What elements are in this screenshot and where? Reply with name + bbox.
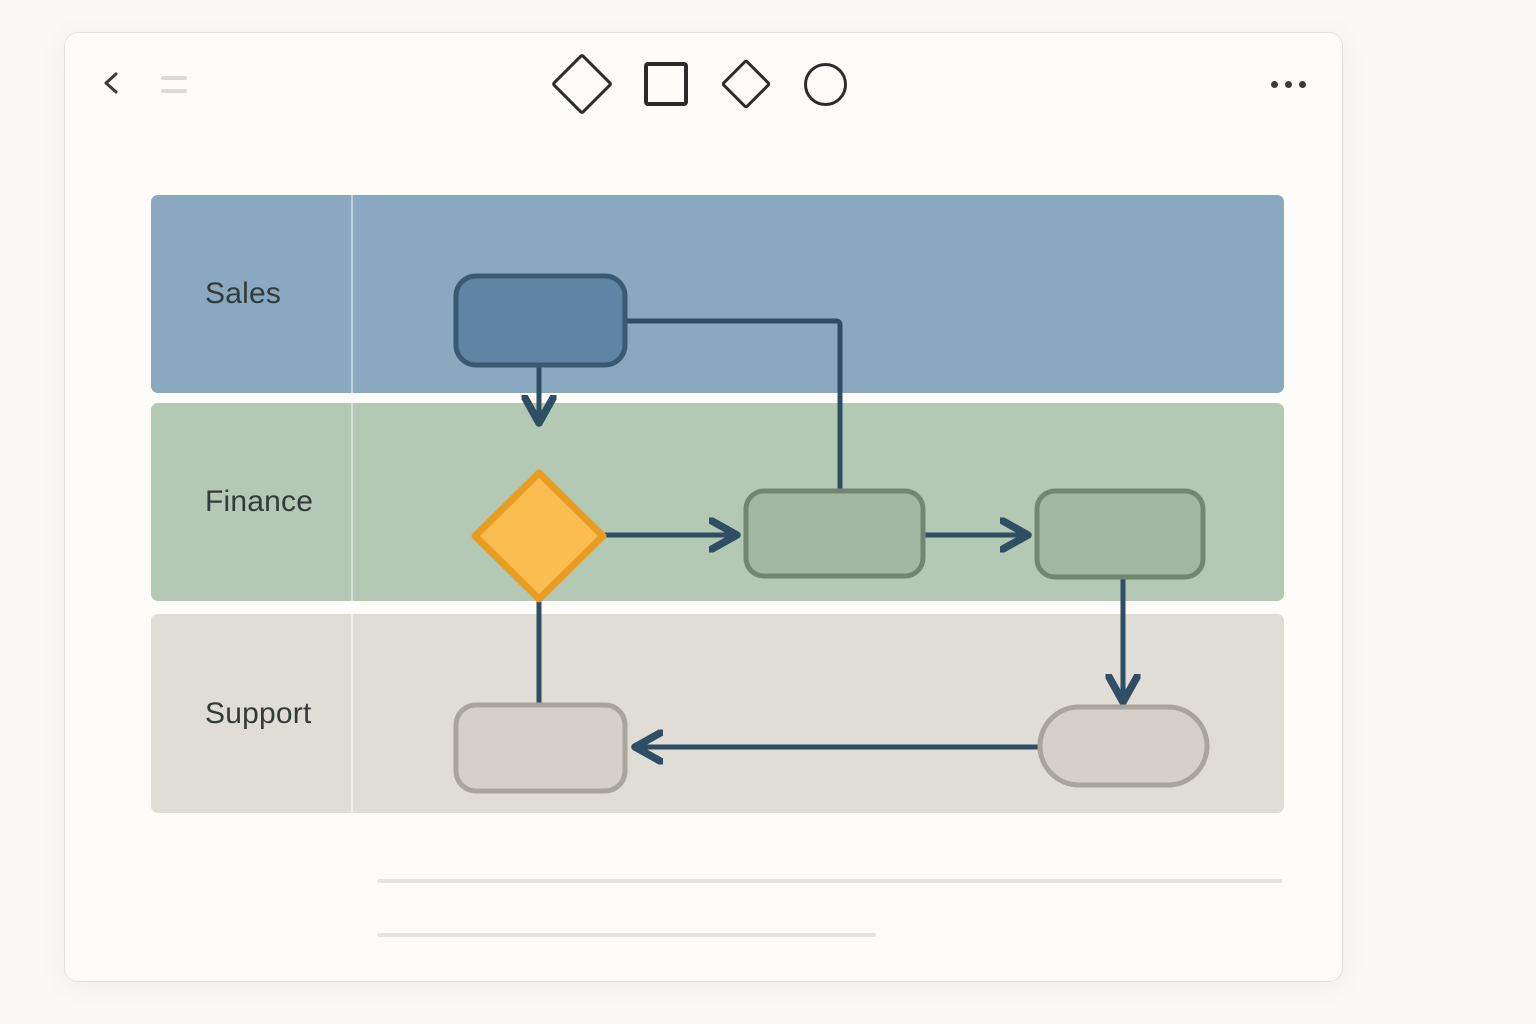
hamburger-menu-button[interactable] bbox=[161, 75, 187, 93]
flow-node-n1[interactable] bbox=[453, 273, 628, 368]
shape-palette bbox=[65, 33, 1342, 135]
node-layer bbox=[453, 273, 1210, 794]
swimlane-label-finance: Finance bbox=[205, 485, 314, 518]
hamburger-menu-icon bbox=[161, 75, 187, 93]
shape-tool-diamond-large[interactable] bbox=[550, 52, 614, 116]
edge-n1-n3[interactable] bbox=[625, 318, 843, 491]
flow-overlay bbox=[453, 273, 1210, 794]
toolbar-right-group bbox=[1271, 33, 1306, 135]
square-icon bbox=[644, 62, 688, 106]
diagram-canvas[interactable]: Sales Finance Support bbox=[65, 135, 1342, 981]
swimlane-label-support: Support bbox=[205, 696, 312, 730]
edge-layer bbox=[539, 318, 1123, 747]
flow-node-n4[interactable] bbox=[1034, 488, 1206, 580]
back-button[interactable] bbox=[101, 69, 135, 100]
circle-icon bbox=[804, 62, 847, 106]
overflow-menu-button[interactable] bbox=[1271, 80, 1306, 88]
shape-tool-diamond-small[interactable] bbox=[720, 58, 772, 110]
editor-window: Sales Finance Support bbox=[64, 32, 1343, 982]
swimlane-label-sales: Sales bbox=[205, 277, 282, 310]
flow-node-n5[interactable] bbox=[453, 702, 628, 794]
flow-node-n6[interactable] bbox=[1037, 704, 1210, 788]
flow-node-n2[interactable] bbox=[471, 469, 607, 603]
swimlane-header-divider bbox=[351, 195, 353, 813]
shape-tool-square[interactable] bbox=[644, 62, 688, 106]
swimlane-sales[interactable]: Sales bbox=[151, 195, 1284, 393]
footer-placeholder-line-1 bbox=[377, 879, 1282, 883]
footer-placeholder-line-2 bbox=[377, 933, 876, 937]
toolbar-left-group bbox=[101, 33, 187, 135]
arrow-left-icon bbox=[101, 69, 135, 100]
diamond-icon bbox=[720, 58, 772, 110]
diamond-icon bbox=[550, 52, 614, 116]
toolbar bbox=[65, 33, 1342, 136]
flow-node-n3[interactable] bbox=[743, 488, 926, 579]
more-horizontal-icon bbox=[1271, 80, 1306, 88]
shape-tool-circle[interactable] bbox=[804, 62, 847, 106]
